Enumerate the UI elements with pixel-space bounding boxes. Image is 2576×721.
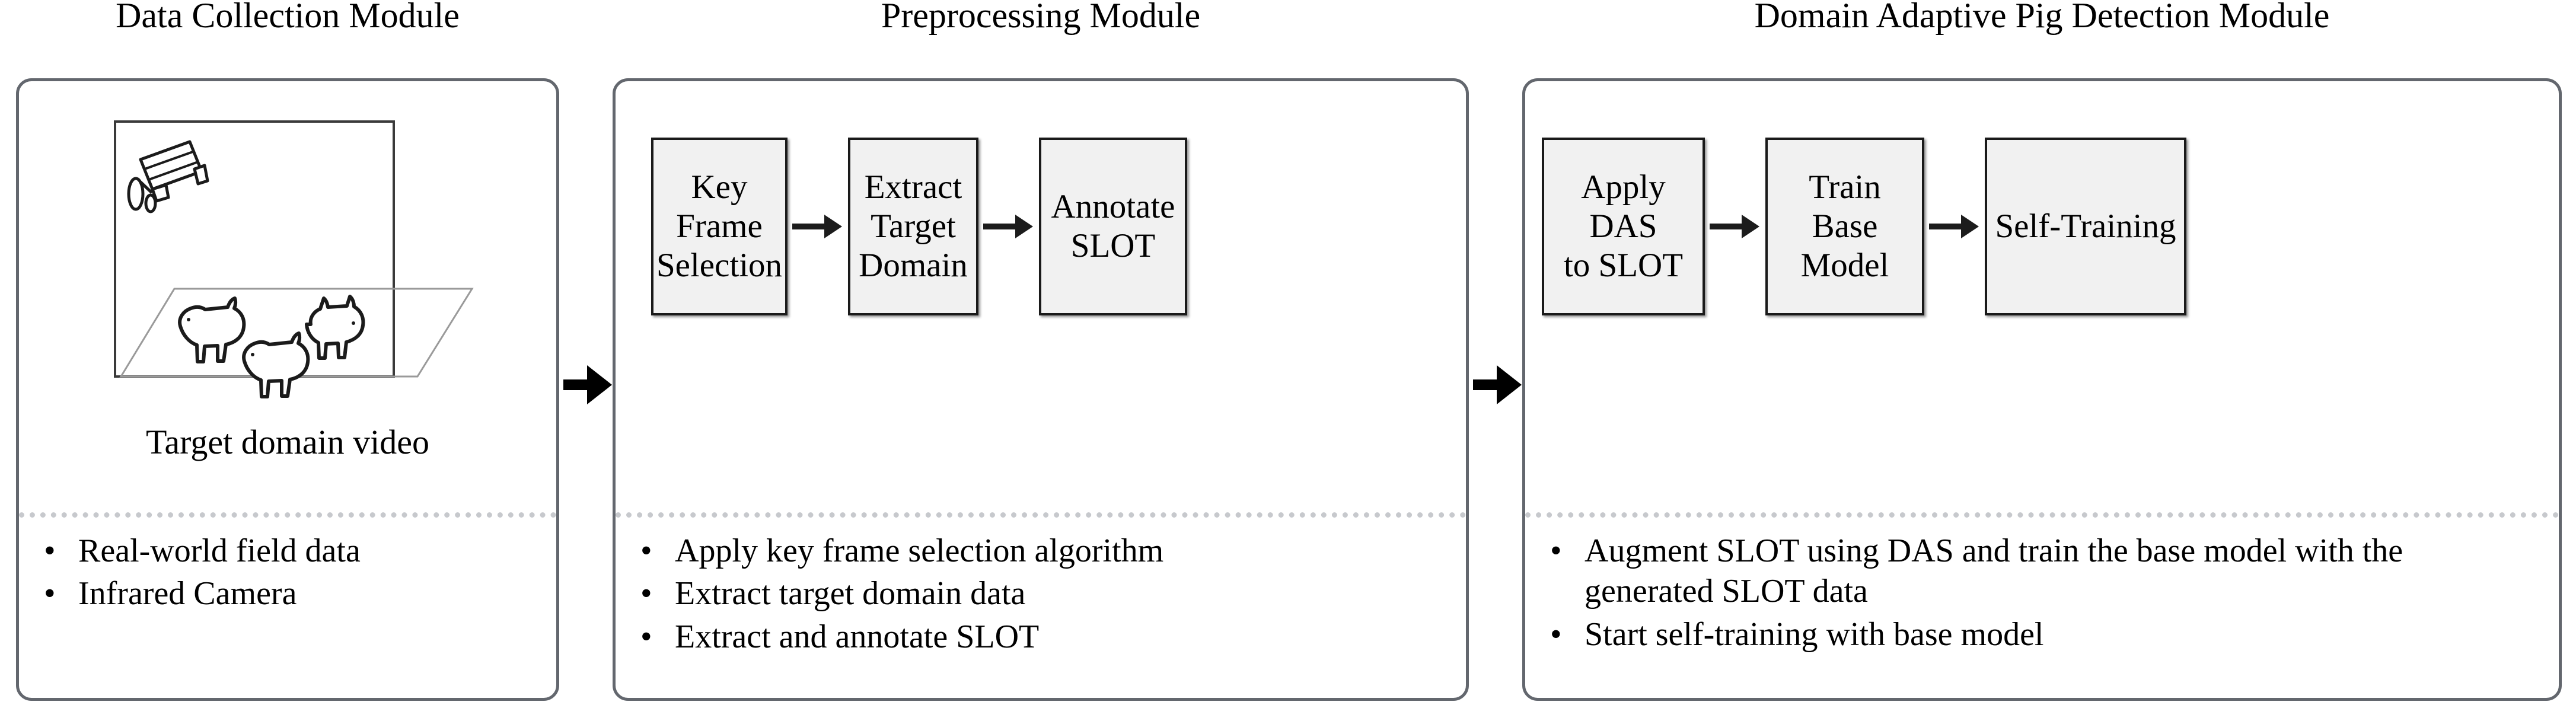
module-connector-arrow-2 [1473, 365, 1522, 404]
bullet-marker: • [640, 532, 652, 569]
process-box-line: SLOT [1070, 227, 1156, 264]
module-domain-adaptive-pig-detection: Domain Adaptive Pig Detection Module App… [1522, 0, 2562, 721]
pig-icon [178, 296, 246, 363]
module-data-collection: Data Collection Module [16, 0, 559, 721]
bullet-text: Augment SLOT using DAS and train the bas… [1585, 532, 2403, 610]
process-box-line: Base Model [1800, 207, 1889, 285]
process-box-line: Target [871, 207, 956, 245]
bullet-marker: • [640, 618, 652, 655]
illustration-caption: Target domain video [145, 423, 430, 461]
pig-icon [305, 295, 365, 360]
process-box-key-frame-selection[interactable]: Key Frame Selection [651, 138, 788, 315]
process-box-line: Extract [864, 168, 962, 206]
module-title-domain-adaptive-pig-detection: Domain Adaptive Pig Detection Module [1754, 0, 2330, 35]
bullet-marker: • [640, 575, 652, 612]
process-box-apply-das-to-slot[interactable]: Apply DAS to SLOT [1542, 138, 1705, 315]
process-box-line: Apply DAS [1581, 168, 1666, 245]
step-arrow-4 [1929, 215, 1979, 238]
process-box-annotate-slot[interactable]: Annotate SLOT [1039, 138, 1187, 315]
bullet-marker: • [1550, 532, 1562, 569]
section-divider [1525, 512, 2559, 518]
bullet-text: Start self-training with base model [1585, 615, 2044, 653]
list-item: • Extract and annotate SLOT [636, 617, 1446, 657]
bullet-text: Apply key frame selection algorithm [675, 532, 1164, 569]
list-item: • Real-world field data [39, 531, 536, 571]
section-divider [616, 512, 1466, 518]
list-item: • Apply key frame selection algorithm [636, 531, 1446, 571]
module-title-preprocessing: Preprocessing Module [881, 0, 1201, 35]
ground-plane [119, 288, 474, 378]
process-box-line: Selection [656, 247, 783, 285]
module-connector-arrow-1 [563, 365, 612, 404]
process-box-line: Key [691, 168, 748, 206]
list-item: • Start self-training with base model [1545, 614, 2539, 655]
bullet-marker: • [1550, 615, 1562, 653]
cctv-camera-icon [127, 140, 209, 213]
pig-icon [242, 331, 310, 398]
process-box-extract-target-domain[interactable]: Extract Target Domain [848, 138, 978, 315]
bullet-marker: • [44, 575, 56, 612]
bullet-text: Extract target domain data [675, 575, 1026, 612]
process-box-train-base-model[interactable]: Train Base Model [1765, 138, 1924, 315]
module-title-data-collection: Data Collection Module [116, 0, 460, 35]
process-box-line: Annotate [1051, 187, 1175, 225]
bullet-text: Extract and annotate SLOT [675, 618, 1040, 655]
target-domain-illustration: Target domain video [19, 93, 556, 460]
process-box-line: to SLOT [1563, 247, 1684, 285]
bullet-text: Real-world field data [78, 532, 361, 569]
bullet-text: Infrared Camera [78, 575, 297, 612]
process-box-line: Self-Training [1995, 207, 2176, 245]
process-box-self-training[interactable]: Self-Training [1985, 138, 2186, 315]
section-divider [19, 512, 556, 518]
bullet-marker: • [44, 532, 56, 569]
process-box-line: Train [1809, 168, 1881, 206]
bullet-list-preprocessing: • Apply key frame selection algorithm • … [616, 525, 1466, 659]
list-item: • Extract target domain data [636, 573, 1446, 614]
module-preprocessing: Preprocessing Module Key Frame Selection… [613, 0, 1469, 721]
process-box-row-preprocessing: Key Frame Selection Extract Target Domai… [616, 81, 1466, 512]
step-arrow-3 [1710, 215, 1759, 238]
process-box-line: Frame [676, 207, 763, 245]
list-item: • Infrared Camera [39, 573, 536, 614]
scene-svg [114, 120, 474, 398]
bullet-list-data-collection: • Real-world field data • Infrared Camer… [19, 525, 556, 617]
process-box-row-detection: Apply DAS to SLOT Train Base Model Self-… [1525, 81, 2559, 512]
step-arrow-2 [983, 215, 1033, 238]
step-arrow-1 [792, 215, 842, 238]
module-panel-preprocessing: Key Frame Selection Extract Target Domai… [613, 78, 1469, 701]
list-item: • Augment SLOT using DAS and train the b… [1545, 531, 2539, 612]
bullet-list-detection: • Augment SLOT using DAS and train the b… [1525, 525, 2559, 657]
module-panel-data-collection: Target domain video • Real-world field d… [16, 78, 559, 701]
module-panel-domain-adaptive-pig-detection: Apply DAS to SLOT Train Base Model Self-… [1522, 78, 2562, 701]
process-box-line: Domain [859, 247, 968, 285]
